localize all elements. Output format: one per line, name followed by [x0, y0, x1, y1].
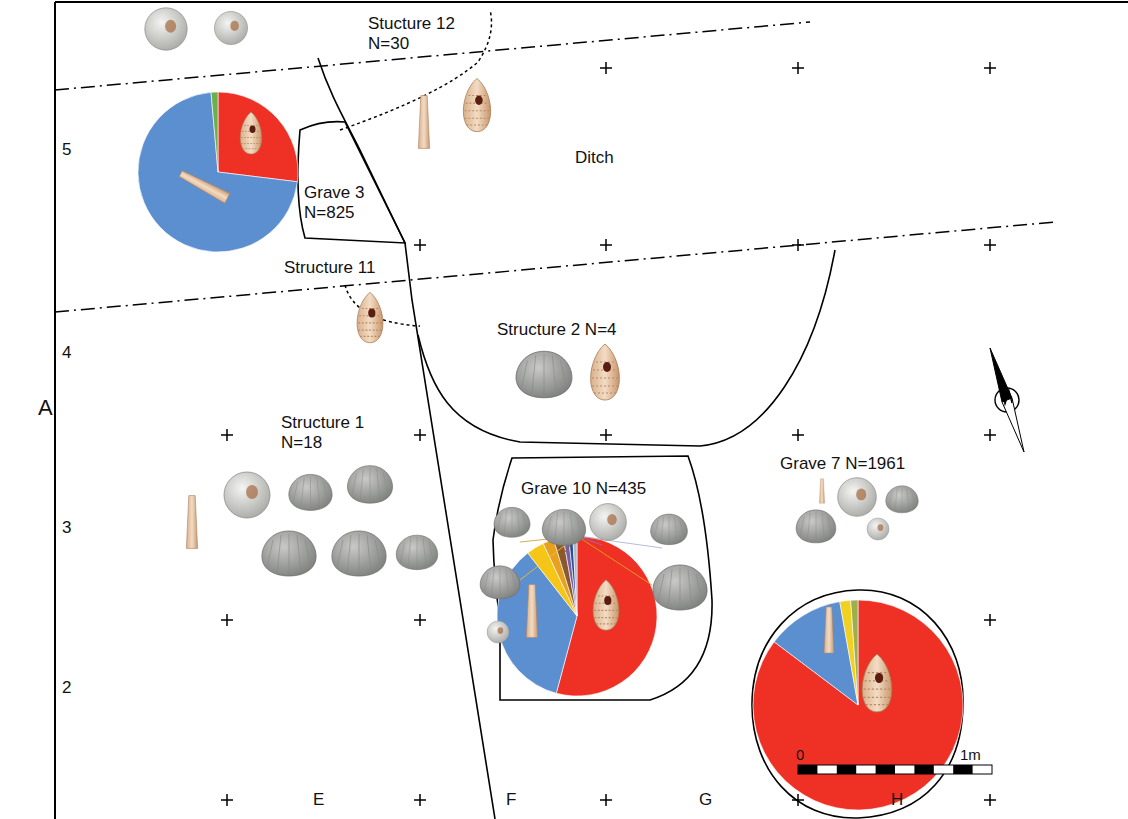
grid-crosses [221, 62, 996, 806]
grid-column: F [506, 790, 516, 810]
feature-name: Stucture 12 N=30 [368, 14, 468, 54]
grid-letter: A [38, 398, 53, 418]
grid-row: 4 [62, 343, 71, 363]
structure-label: Stucture 12 N=30 [368, 14, 468, 54]
dotted-structure [340, 10, 492, 326]
feature-name: Grave 3 N=825 [304, 183, 378, 223]
grid-row: 5 [62, 140, 71, 160]
structure-label: Structure 1 N=18 [281, 413, 381, 453]
feature-name: Structure 2 N=4 [497, 320, 617, 340]
feature-name: Structure 11 [284, 258, 375, 278]
pie-slice [138, 92, 297, 252]
grave-label: Grave 3 N=825 [304, 183, 378, 223]
leader-lines [520, 536, 662, 585]
structure-label: Structure 2 N=4 [497, 320, 617, 340]
grid-column: G [699, 790, 712, 810]
grid-row: 3 [62, 518, 71, 538]
pie-slice [851, 600, 858, 705]
pie-slice [563, 536, 577, 616]
feature-name: Ditch [575, 148, 614, 168]
pie-slice [840, 600, 858, 705]
shell-images [145, 8, 918, 643]
pie-slice [569, 536, 577, 616]
pie-slice [753, 600, 963, 810]
grid-column: E [313, 790, 324, 810]
grave-label: Grave 7 N=1961 [780, 454, 905, 474]
feature-name: Grave 10 N=435 [521, 479, 646, 499]
north-arrow [990, 348, 1024, 452]
feature-name: Structure 1 N=18 [281, 413, 381, 453]
scale-bar [798, 765, 992, 774]
grid-column: H [891, 790, 903, 810]
feature-name: Grave 7 N=1961 [780, 454, 905, 474]
pie-shell-images [178, 112, 892, 712]
structure-label: Structure 11 [284, 258, 375, 278]
pie-slice [218, 92, 298, 182]
pie-slice [573, 536, 577, 616]
grid-row: 2 [62, 678, 71, 698]
feature-outlines [298, 58, 963, 819]
pie-charts [138, 92, 963, 810]
scale-number: 1m [960, 745, 981, 765]
ditch-label: Ditch [575, 148, 614, 168]
ditch-edge [55, 22, 1055, 312]
grave-label: Grave 10 N=435 [521, 479, 646, 499]
pie-slice [211, 92, 218, 172]
scale-number: 0 [796, 745, 804, 765]
